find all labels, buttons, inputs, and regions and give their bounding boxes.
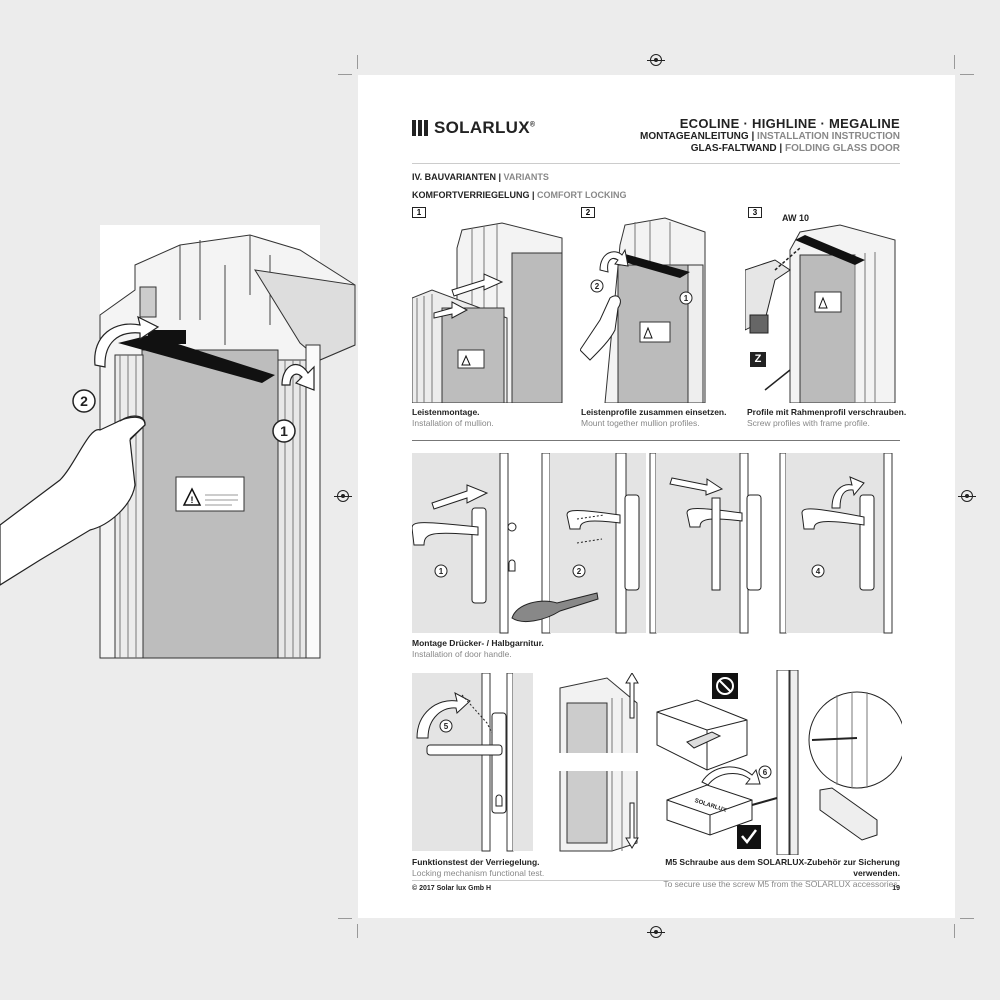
crop-mark bbox=[960, 74, 974, 75]
screw-caption-de: M5 Schraube aus dem SOLARLUX-Zubehör zur… bbox=[665, 857, 900, 878]
svg-text:2: 2 bbox=[595, 282, 600, 291]
header-line3-en: FOLDING GLASS DOOR bbox=[782, 143, 900, 154]
crop-mark bbox=[357, 924, 358, 938]
handle-step-1-label: 1 bbox=[439, 567, 444, 576]
step3-illustration bbox=[745, 224, 896, 403]
svg-text:2: 2 bbox=[577, 567, 582, 576]
step-number-3: 3 bbox=[748, 207, 762, 218]
header-line2-de: MONTAGEANLEITUNG | bbox=[639, 131, 755, 142]
handle-caption-de: Montage Drücker- / Halbgarnitur. bbox=[412, 638, 544, 648]
step3-caption-de: Profile mit Rahmenprofil verschrauben. bbox=[747, 407, 907, 417]
svg-text:!: ! bbox=[191, 495, 194, 505]
test-caption: Funktionstest der Verriegelung.Locking m… bbox=[412, 857, 544, 879]
functional-test-illustration: 5 bbox=[412, 673, 647, 852]
step3-caption-en: Screw profiles with frame profile. bbox=[747, 418, 870, 428]
step1-caption-de: Leistenmontage. bbox=[412, 407, 480, 417]
screw-caption-en: To secure use the screw M5 from the SOLA… bbox=[663, 879, 900, 889]
page-number: 19 bbox=[892, 885, 900, 892]
section-divider bbox=[412, 440, 900, 441]
accessories-screw-illustration: SOLARLUX 6 bbox=[656, 670, 902, 855]
crop-mark bbox=[954, 55, 955, 69]
registration-mark-left bbox=[334, 490, 352, 502]
step2-illustration: 2 1 bbox=[580, 217, 706, 403]
header-line2-en: INSTALLATION INSTRUCTION bbox=[754, 131, 900, 142]
crop-mark bbox=[338, 74, 352, 75]
registration-mark-bottom bbox=[647, 926, 665, 938]
mullion-detail-illustration: ! bbox=[0, 225, 356, 659]
chapter-de: IV. BAUVARIANTEN | bbox=[412, 172, 502, 182]
handle-caption-en: Installation of door handle. bbox=[412, 649, 512, 659]
copyright: © 2017 Solar lux Gmb H bbox=[412, 885, 492, 892]
svg-text:4: 4 bbox=[816, 567, 821, 576]
brand-registered: ® bbox=[529, 121, 536, 129]
brand-name: SOLARLUX bbox=[434, 118, 530, 137]
step2-caption-de: Leistenprofile zusammen einsetzen. bbox=[581, 407, 727, 417]
test-caption-en: Locking mechanism functional test. bbox=[412, 868, 545, 878]
step3-caption: Profile mit Rahmenprofil verschrauben.Sc… bbox=[747, 407, 906, 429]
step1-illustration bbox=[412, 222, 563, 403]
crop-mark bbox=[954, 924, 955, 938]
svg-text:6: 6 bbox=[763, 768, 768, 777]
header-line3-de: GLAS-FALTWAND | bbox=[690, 143, 783, 154]
crop-mark bbox=[960, 918, 974, 919]
step1-caption: Leistenmontage.Installation of mullion. bbox=[412, 407, 494, 429]
step-number-2: 2 bbox=[581, 207, 595, 218]
solarlux-logo-icon bbox=[412, 120, 428, 136]
svg-text:5: 5 bbox=[444, 722, 449, 731]
step1-caption-en: Installation of mullion. bbox=[412, 418, 494, 428]
registration-mark-top bbox=[647, 54, 665, 66]
product-title: ECOLINE · HIGHLINE · MEGALINE bbox=[679, 116, 900, 131]
screw-caption: M5 Schraube aus dem SOLARLUX-Zubehör zur… bbox=[647, 857, 900, 890]
step2-caption-en: Mount together mullion profiles. bbox=[581, 418, 700, 428]
handle-installation-illustration: 1 2 4 bbox=[412, 453, 893, 634]
large-callout-1: 1 bbox=[280, 423, 288, 439]
svg-text:1: 1 bbox=[684, 294, 689, 303]
screw-z-label: Z bbox=[750, 352, 766, 367]
chapter-en: VARIANTS bbox=[501, 172, 549, 182]
subsection-en: COMFORT LOCKING bbox=[534, 190, 627, 200]
subsection-heading: KOMFORTVERRIEGELUNG | COMFORT LOCKING bbox=[412, 190, 627, 200]
handle-caption: Montage Drücker- / Halbgarnitur.Installa… bbox=[412, 638, 544, 660]
test-caption-de: Funktionstest der Verriegelung. bbox=[412, 857, 540, 867]
subsection-de: KOMFORTVERRIEGELUNG | bbox=[412, 190, 535, 200]
document-header: ECOLINE · HIGHLINE · MEGALINE MONTAGEANL… bbox=[640, 116, 900, 155]
header-divider bbox=[412, 163, 900, 164]
crop-mark bbox=[357, 55, 358, 69]
step-number-1: 1 bbox=[412, 207, 426, 218]
step2-caption: Leistenprofile zusammen einsetzen.Mount … bbox=[581, 407, 726, 429]
solarlux-logo: SOLARLUX® bbox=[412, 118, 535, 138]
crop-mark bbox=[338, 918, 352, 919]
chapter-heading: IV. BAUVARIANTEN | VARIANTS bbox=[412, 172, 549, 182]
large-callout-2: 2 bbox=[80, 393, 88, 409]
screw-spec-label: AW 10 bbox=[782, 213, 810, 223]
footer-divider bbox=[412, 880, 900, 881]
registration-mark-right bbox=[958, 490, 976, 502]
